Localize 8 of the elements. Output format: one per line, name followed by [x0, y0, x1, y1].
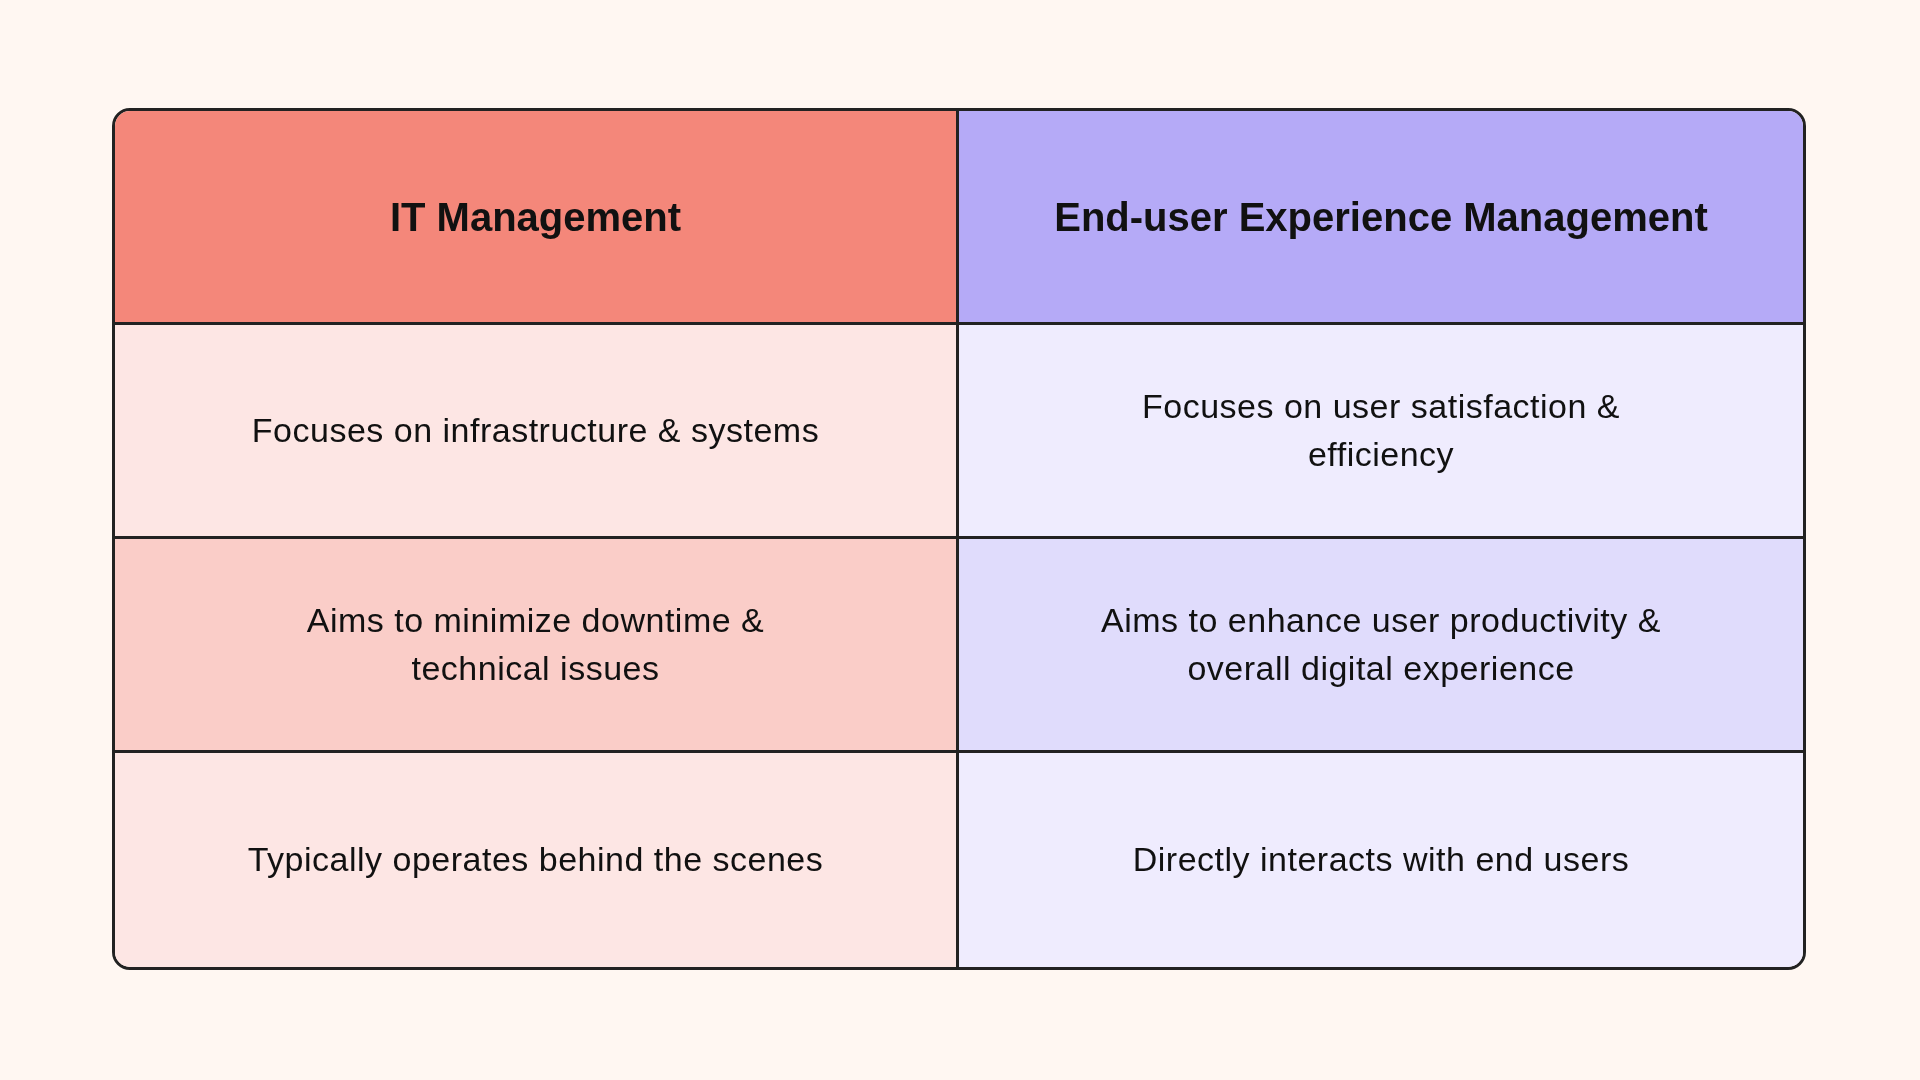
table-cell: Focuses on infrastructure & systems: [115, 325, 959, 539]
header-cell: End-user Experience Management: [959, 111, 1803, 325]
table-cell: Directly interacts with end users: [959, 753, 1803, 967]
table-cell: Typically operates behind the scenes: [115, 753, 959, 967]
header-cell: IT Management: [115, 111, 959, 325]
table-cell: Focuses on user satisfaction & efficiency: [959, 325, 1803, 539]
table-cell: Aims to minimize downtime & technical issues: [115, 539, 959, 753]
table-cell: Aims to enhance user productivity & overall digital experience: [959, 539, 1803, 753]
